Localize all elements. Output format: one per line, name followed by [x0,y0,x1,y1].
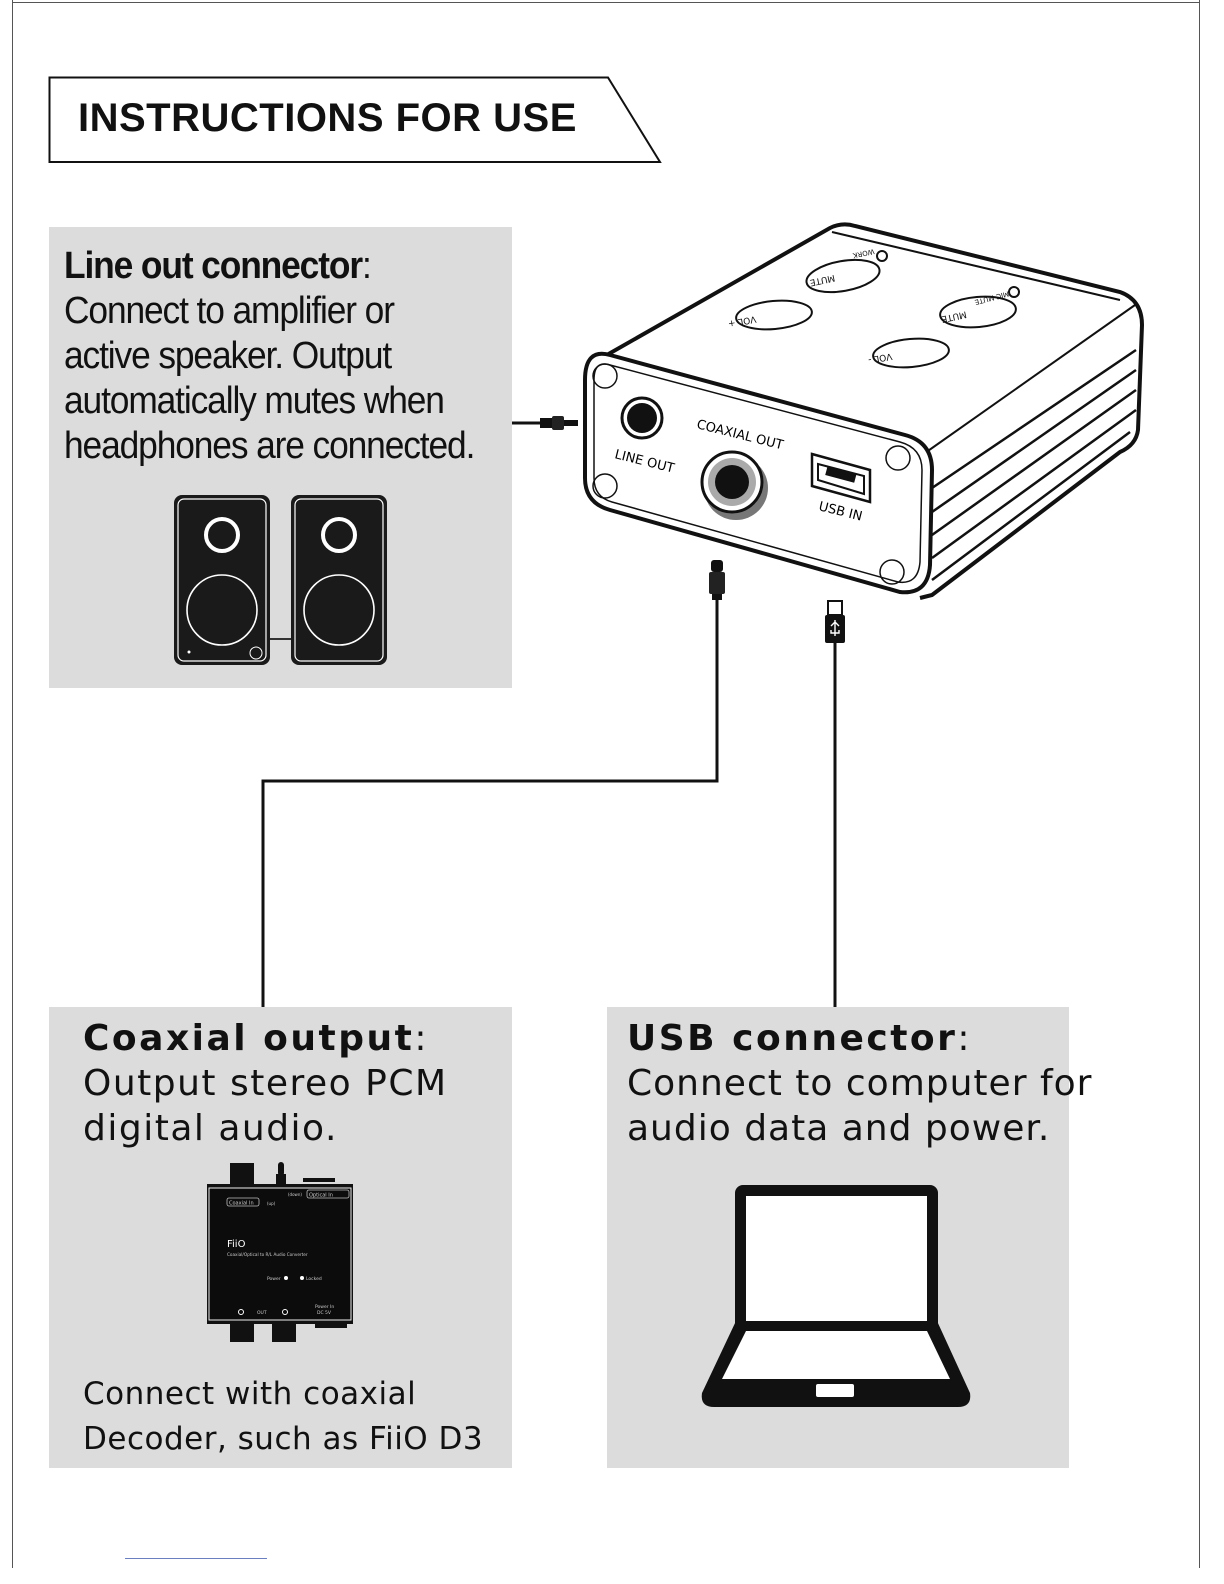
page-frame-right [1199,0,1200,1568]
fiio-decoder-illustration: Coaxial In Optical In (down) (up) FiiO C… [207,1162,353,1342]
coaxial-heading: Coaxial output [83,1018,415,1059]
svg-text:Optical In: Optical In [309,1193,333,1199]
svg-text:Power: Power [267,1276,281,1282]
svg-text:(up): (up) [267,1201,276,1206]
line-out-heading: Line out connector [64,245,363,287]
line-out-port [620,396,664,440]
svg-text:Locked: Locked [306,1276,322,1282]
svg-text:(down): (down) [288,1192,302,1197]
mic-mute-button [939,295,1017,329]
usb-heading: USB connector [627,1018,958,1059]
line-out-cable [512,416,578,430]
speaker-right-icon [291,495,387,665]
svg-text:VOL +: VOL + [727,313,757,328]
page-title: INSTRUCTIONS FOR USE [78,96,577,140]
coaxial-decoder-note: Connect with coaxial Decoder, such as Fi… [83,1376,484,1457]
laptop-icon [701,1185,971,1407]
fiio-logo: FiiO [227,1239,246,1250]
usb-description: USB connector: Connect to computer for a… [627,1018,1093,1149]
speaker-left-icon [174,495,270,665]
title-banner [48,76,662,163]
usb-cable [825,600,845,1007]
page-frame-top [12,2,1200,3]
device-illustration: LINE OUT COAXIAL OUT USB IN MUTE VOL + M… [583,222,1145,600]
coaxial-out-port [700,450,768,520]
headphone-mute-button [805,258,881,294]
coaxial-description: Coaxial output: Output stereo PCM digita… [83,1018,448,1149]
line-out-description: Line out connector: Connect to amplifier… [64,245,475,467]
volume-up-button [735,299,813,331]
volume-down-button [872,337,950,369]
svg-text:VOL -: VOL - [867,350,893,364]
svg-text:DC 5V: DC 5V [317,1310,332,1316]
usb-in-port [810,452,872,504]
page-frame-left [12,0,13,1568]
svg-text:OUT: OUT [257,1310,267,1316]
svg-text:Power In: Power In [315,1304,334,1310]
svg-text:Coaxial/Optical to R/L Audio C: Coaxial/Optical to R/L Audio Converter [227,1252,308,1257]
speakers-illustration [174,495,387,665]
svg-text:Coaxial In: Coaxial In [229,1201,254,1207]
footer-line [125,1558,267,1559]
